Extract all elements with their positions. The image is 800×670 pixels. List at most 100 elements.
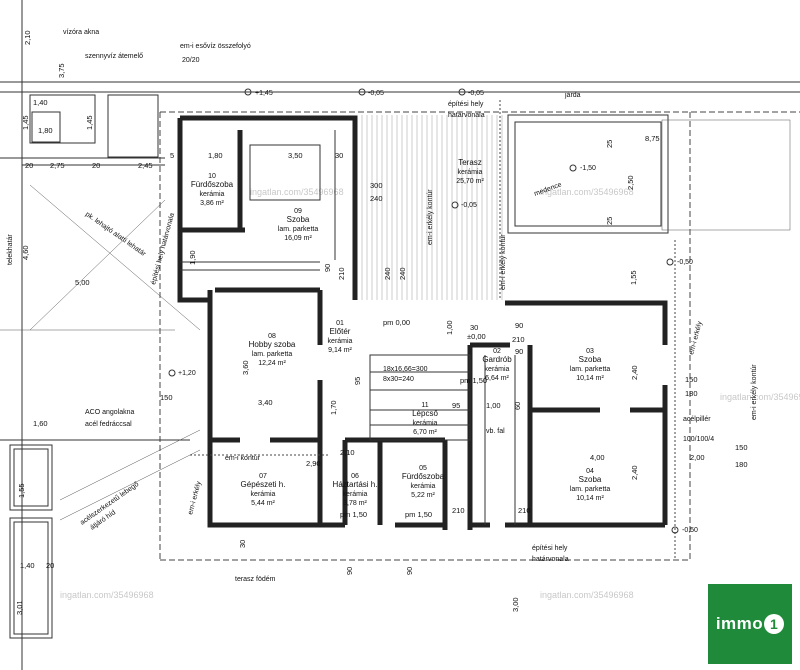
- level-label: -0,50: [677, 259, 693, 266]
- dimension: 3,40: [258, 398, 273, 407]
- dimension: 25: [605, 217, 614, 225]
- annotation: acélpillér: [683, 416, 711, 423]
- room-label: 05: [419, 465, 427, 472]
- room-label: 6,70 m²: [413, 429, 437, 436]
- dimension: 150: [685, 375, 698, 384]
- dimension: 1,45: [85, 115, 94, 130]
- room-label: 6,64 m²: [485, 375, 509, 382]
- annotation: em-i erkély kontúr: [427, 189, 434, 245]
- room-label: Háztartási h.: [333, 480, 378, 489]
- dimension: 90: [323, 264, 332, 272]
- dimension: 2,10: [23, 30, 32, 45]
- dimension: 4,00: [590, 453, 605, 462]
- room-label: 10: [208, 173, 216, 180]
- dimension: 1,90: [188, 250, 197, 265]
- dimension: 95: [353, 377, 362, 385]
- dimension: 4,60: [21, 245, 30, 260]
- room-label: Fürdőszoba: [191, 180, 234, 189]
- annotation: 18x16,66=300: [383, 366, 428, 373]
- room-label: lam. parketta: [278, 226, 319, 233]
- room-label: kerámia: [411, 483, 436, 490]
- room-label: 9,14 m²: [328, 347, 352, 354]
- dimension: 20: [25, 161, 33, 170]
- dimension: 20: [46, 561, 54, 570]
- dimension: 1,80: [38, 126, 53, 135]
- annotation: acél fedráccsal: [85, 421, 132, 428]
- annotation: em-i esővíz összefolyó: [180, 43, 251, 50]
- dimension: 90: [345, 567, 354, 575]
- room-label: 10,14 m²: [576, 375, 604, 382]
- room-label: Szoba: [579, 475, 602, 484]
- dimension: 150: [160, 393, 173, 402]
- room-label: Előtér: [330, 327, 351, 336]
- dimension: 30: [470, 323, 478, 332]
- annotation: 20/20: [182, 57, 200, 64]
- dimension: 150: [735, 443, 748, 452]
- interior-lines: [180, 100, 676, 560]
- annotation: határvonala: [448, 112, 485, 119]
- dimension: 2,45: [138, 161, 153, 170]
- dimension: 1,55: [17, 483, 26, 498]
- room-label: Hobby szoba: [249, 340, 296, 349]
- annotation: pm 1,50: [340, 510, 367, 519]
- dimension: 2,00: [690, 453, 705, 462]
- level-label: +1,45: [255, 90, 273, 97]
- dimension: 25: [605, 140, 614, 148]
- dimension: 1,80: [208, 151, 223, 160]
- annotation: pm 1,50: [460, 376, 487, 385]
- room-label: Szoba: [287, 215, 310, 224]
- room-label: lam. parketta: [570, 486, 611, 493]
- dimension: 30: [238, 540, 247, 548]
- logo-word: immo: [715, 614, 764, 633]
- dimension: 210: [512, 335, 525, 344]
- room-label: 03: [586, 348, 594, 355]
- dimension: 3,01: [15, 600, 24, 615]
- room-label: 3,78 m²: [343, 500, 367, 507]
- annotation: em-i erkély kontúr: [500, 234, 507, 290]
- level-label: -0,05: [468, 90, 484, 97]
- level-label: -1,50: [580, 165, 596, 172]
- dimension: 1,45: [21, 115, 30, 130]
- level-label: -0,05: [368, 90, 384, 97]
- dimension: 90: [405, 567, 414, 575]
- annotation: pm 1,50: [405, 510, 432, 519]
- dimension: 240: [370, 194, 383, 203]
- dimension: 210: [518, 506, 531, 515]
- dimension: 5: [170, 151, 174, 160]
- room-label: 08: [268, 333, 276, 340]
- dimension: 180: [685, 389, 698, 398]
- dimension: 1,70: [329, 400, 338, 415]
- dimension: 1,60: [33, 419, 48, 428]
- dimension: 60: [513, 402, 522, 410]
- dimension: 20: [92, 161, 100, 170]
- room-label: kerámia: [343, 491, 368, 498]
- room-label: kerámia: [251, 491, 276, 498]
- annotation: építési hely: [448, 101, 484, 108]
- dimension: 5,00: [75, 278, 90, 287]
- annotation: járda: [564, 92, 581, 99]
- dimension: 8,75: [645, 134, 660, 143]
- room-label: Gépészeti h.: [241, 480, 286, 489]
- annotation: ACO angolakna: [85, 409, 135, 416]
- level-label: -0,50: [682, 527, 698, 534]
- dimension: 2,50: [626, 175, 635, 190]
- dimension: 1,40: [20, 561, 35, 570]
- level-markers: +1,45 -0,05 -0,05 -1,50 -0,05 -0,50 -0,5…: [168, 88, 698, 534]
- annotation: építési hely: [532, 545, 568, 552]
- dimension: 95: [452, 401, 460, 410]
- room-label: 09: [294, 208, 302, 215]
- annotation: szennyvíz átemelő: [85, 53, 143, 60]
- dimension: 1,55: [629, 270, 638, 285]
- dimension: 1,00: [486, 401, 501, 410]
- room-label: Gardrób: [482, 355, 512, 364]
- pool: [507, 114, 791, 234]
- dimension: 3,75: [57, 63, 66, 78]
- dimension-labels: 2,10 3,75 1,40 1,45 1,45 1,80 20 2,75 20…: [15, 30, 748, 615]
- dimension: 240: [383, 267, 392, 280]
- dimension: 2,40: [630, 465, 639, 480]
- dimension: 1,40: [33, 98, 48, 107]
- dimension: 210: [337, 267, 346, 280]
- annotation: 8x30=240: [383, 376, 414, 383]
- watermark: ingatlan.com/35496968: [540, 187, 634, 197]
